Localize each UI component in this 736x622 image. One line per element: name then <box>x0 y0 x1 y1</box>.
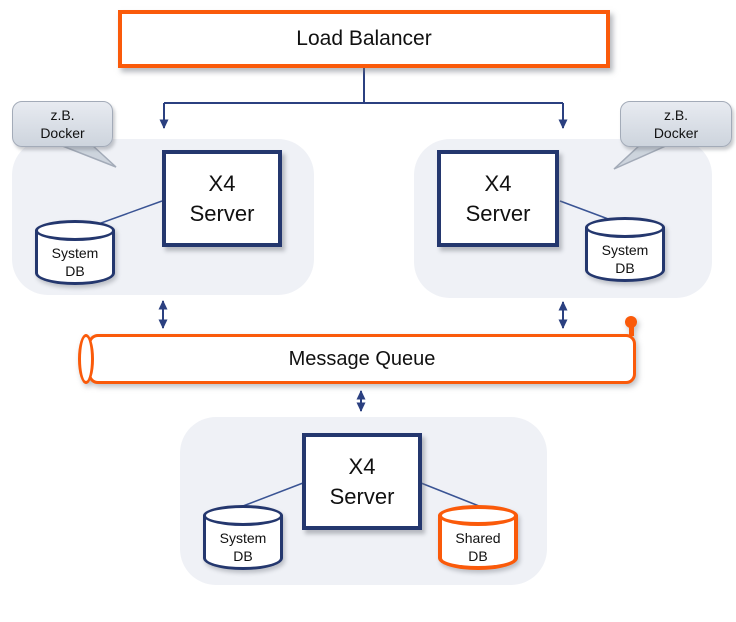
system-db-node-bottom: System DB <box>203 505 283 570</box>
callout-tail <box>613 145 669 170</box>
db-label-line1: System <box>219 530 267 546</box>
load-balancer-node: Load Balancer <box>118 10 610 68</box>
callout-text-line1: z.B. <box>50 107 75 123</box>
db-label-line2: DB <box>468 548 488 564</box>
callout-tail <box>59 145 117 168</box>
system-db-node-top-left: System DB <box>35 220 115 285</box>
db-label-line2: DB <box>233 548 253 564</box>
message-queue-label: Message Queue <box>288 347 436 370</box>
db-label: System DB <box>35 244 115 280</box>
x4-server-label-line2: Server <box>465 200 531 226</box>
x4-server-node-top-left: X4 Server <box>162 150 282 247</box>
db-link-bottom-left <box>242 482 304 507</box>
db-label-line1: Shared <box>455 530 501 546</box>
lb-connector-tree <box>164 68 563 104</box>
callout-text-line1: z.B. <box>663 107 689 123</box>
cylinder-top <box>203 505 283 526</box>
load-balancer-label: Load Balancer <box>296 27 432 50</box>
message-queue-end-cap <box>78 334 94 384</box>
callout-bubble: z.B. Docker <box>620 101 732 147</box>
callout-bubble: z.B. Docker <box>12 101 113 147</box>
db-link-bottom-right <box>420 482 480 507</box>
db-label: System DB <box>203 529 283 565</box>
callout-docker-right: z.B. Docker <box>613 101 732 170</box>
callout-text-line2: Docker <box>40 125 85 141</box>
message-queue-body: Message Queue <box>88 334 636 384</box>
system-db-node-top-right: System DB <box>585 217 665 282</box>
cylinder-top <box>438 505 518 526</box>
x4-server-node-bottom: X4 Server <box>302 433 422 530</box>
db-label-line1: System <box>51 245 99 261</box>
db-label-line2: DB <box>615 260 635 276</box>
message-queue-knob-stem <box>629 323 634 336</box>
db-label-line1: System <box>601 242 649 258</box>
db-label-line2: DB <box>65 263 85 279</box>
db-label: Shared DB <box>438 529 518 565</box>
x4-server-label-line1: X4 <box>348 453 376 479</box>
callout-text-line2: Docker <box>653 125 699 141</box>
callout-docker-left: z.B. Docker <box>12 101 117 168</box>
x4-server-label-line2: Server <box>189 200 255 226</box>
shared-db-node: Shared DB <box>438 505 518 570</box>
x4-server-node-top-right: X4 Server <box>437 150 559 247</box>
message-queue-knob <box>625 316 637 328</box>
x4-server-label-line1: X4 <box>208 170 236 196</box>
x4-server-label-line1: X4 <box>484 170 512 196</box>
x4-server-label-line2: Server <box>329 483 395 509</box>
db-label: System DB <box>585 241 665 277</box>
cylinder-top <box>585 217 665 238</box>
cylinder-top <box>35 220 115 241</box>
